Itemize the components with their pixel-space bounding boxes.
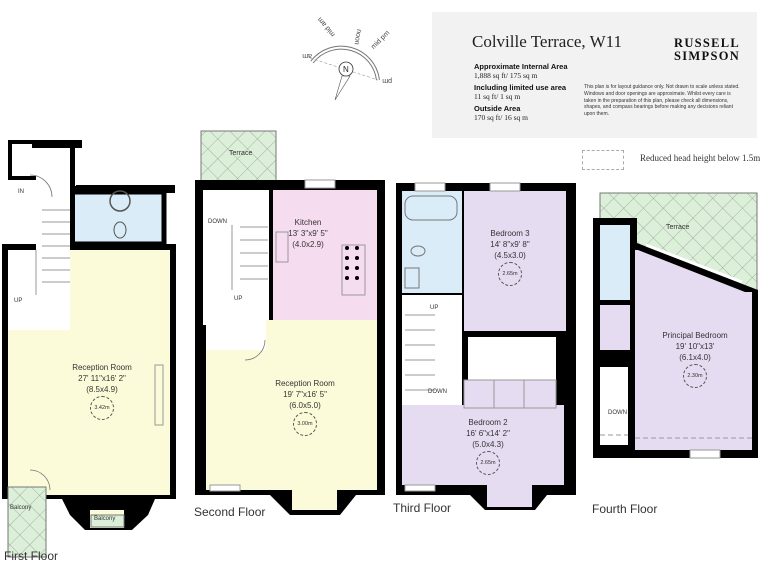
room-label-principal-bedroom: Principal Bedroom 19' 10"x13' (6.1x4.0) … (650, 330, 740, 388)
floor-label-third: Third Floor (393, 501, 452, 515)
ceiling-height: 2.30m (683, 364, 707, 388)
room-label-reception-2f: Reception Room 19' 7"x16' 5" (6.0x5.0) 3… (260, 378, 350, 436)
property-title: Colville Terrace, W11 (472, 32, 623, 51)
balcony-front-label: Balcony (94, 516, 116, 522)
compass-sun-path: N am mid am noon mid pm pm (302, 15, 392, 101)
svg-text:mid pm: mid pm (370, 30, 391, 51)
room-name: Kitchen (294, 218, 322, 227)
balcony-front (90, 514, 125, 528)
area-value-outside: 170 sq ft/ 16 sq m (474, 113, 528, 122)
svg-text:pm: pm (382, 77, 392, 84)
svg-text:am: am (302, 52, 312, 59)
floor-label-fourth: Fourth Floor (592, 502, 658, 516)
room-name: Bedroom 3 (490, 229, 530, 238)
room-dims-metric: (6.1x4.0) (679, 353, 711, 362)
room-dims-imperial: 19' 7"x16' 5" (283, 390, 327, 399)
room-dims-metric: (8.5x4.9) (86, 385, 118, 394)
svg-text:N: N (343, 65, 349, 74)
legend-label: Reduced head height below 1.5m (640, 153, 761, 163)
balcony-left-label: Balcony (10, 505, 32, 511)
brand-line-2: SIMPSON (674, 49, 741, 63)
room-dims-metric: (4.5x3.0) (494, 251, 526, 260)
stairs-down-label-2f: DOWN (208, 219, 227, 225)
stairs-down-label-4f: DOWN (608, 410, 627, 416)
svg-text:noon: noon (353, 29, 363, 46)
terrace-label-4f: Terrace (666, 224, 690, 231)
area-heading-outside: Outside Area (474, 104, 521, 113)
first-floor-plan (2, 140, 176, 558)
stairs-up-label-3f: UP (430, 305, 439, 311)
area-summary: Approximate Internal Area 1,888 sq ft/ 1… (474, 62, 614, 125)
area-heading-internal: Approximate Internal Area (474, 62, 568, 71)
room-name: Bedroom 2 (468, 418, 508, 427)
ceiling-height: 3.00m (293, 412, 317, 436)
room-name: Principal Bedroom (662, 331, 728, 340)
area-value-limited: 11 sq ft/ 1 sq m (474, 92, 521, 101)
stairs-up-label-2f: UP (234, 296, 243, 302)
washbasin-icon (109, 190, 131, 212)
room-label-reception-1f: Reception Room 27' 11"x16' 2" (8.5x4.9) … (52, 362, 152, 420)
room-label-bedroom-2: Bedroom 2 16' 6"x14' 2" (5.0x4.3) 2.65m (448, 417, 528, 475)
svg-text:mid am: mid am (317, 15, 337, 37)
room-name: Reception Room (275, 379, 335, 388)
room-dims-imperial: 27' 11"x16' 2" (78, 374, 126, 383)
room-dims-metric: (5.0x4.3) (472, 440, 504, 449)
terrace-label-2f: Terrace (229, 150, 253, 157)
second-floor-plan (195, 130, 385, 515)
property-info-panel: Colville Terrace, W11 RUSSELL SIMPSON Ap… (432, 12, 757, 138)
room-dims-imperial: 19' 10"x13' (675, 342, 715, 351)
toilet-icon (113, 221, 127, 239)
room-dims-imperial: 14' 8"x9' 8" (490, 240, 530, 249)
disclaimer-text: This plan is for layout guidance only. N… (584, 84, 740, 118)
ceiling-height: 3.42m (90, 396, 114, 420)
floor-label-second: Second Floor (194, 505, 266, 519)
area-heading-limited: Including limited use area (474, 83, 567, 92)
stairs-down-label-3f: DOWN (428, 389, 447, 395)
room-dims-metric: (6.0x5.0) (289, 401, 321, 410)
room-label-bedroom-3: Bedroom 3 14' 8"x9' 8" (4.5x3.0) 2.65m (470, 228, 550, 286)
third-floor-plan (396, 182, 576, 510)
fourth-floor-plan (593, 192, 758, 459)
ceiling-height: 2.65m (476, 451, 500, 475)
stairs-up-label-1f: UP (14, 298, 23, 304)
reduced-head-height-swatch (582, 150, 624, 170)
brand-line-1: RUSSELL (674, 36, 741, 50)
shower-icon (404, 267, 420, 289)
room-dims-imperial: 16' 6"x14' 2" (466, 429, 510, 438)
room-dims-imperial: 13' 3"x9' 5" (288, 229, 328, 238)
bathtub-icon (404, 195, 458, 221)
brand-logo: RUSSELL SIMPSON (674, 37, 740, 63)
toilet-icon-3f (410, 245, 426, 257)
area-value-internal: 1,888 sq ft/ 175 sq m (474, 71, 538, 80)
ceiling-height: 2.65m (498, 262, 522, 286)
floor-label-first: First Floor (4, 549, 58, 563)
room-name: Reception Room (72, 363, 132, 372)
entry-label: IN (18, 189, 24, 195)
room-dims-metric: (4.0x2.9) (292, 240, 324, 249)
room-label-kitchen: Kitchen 13' 3"x9' 5" (4.0x2.9) (268, 217, 348, 250)
balcony-left (7, 486, 47, 558)
